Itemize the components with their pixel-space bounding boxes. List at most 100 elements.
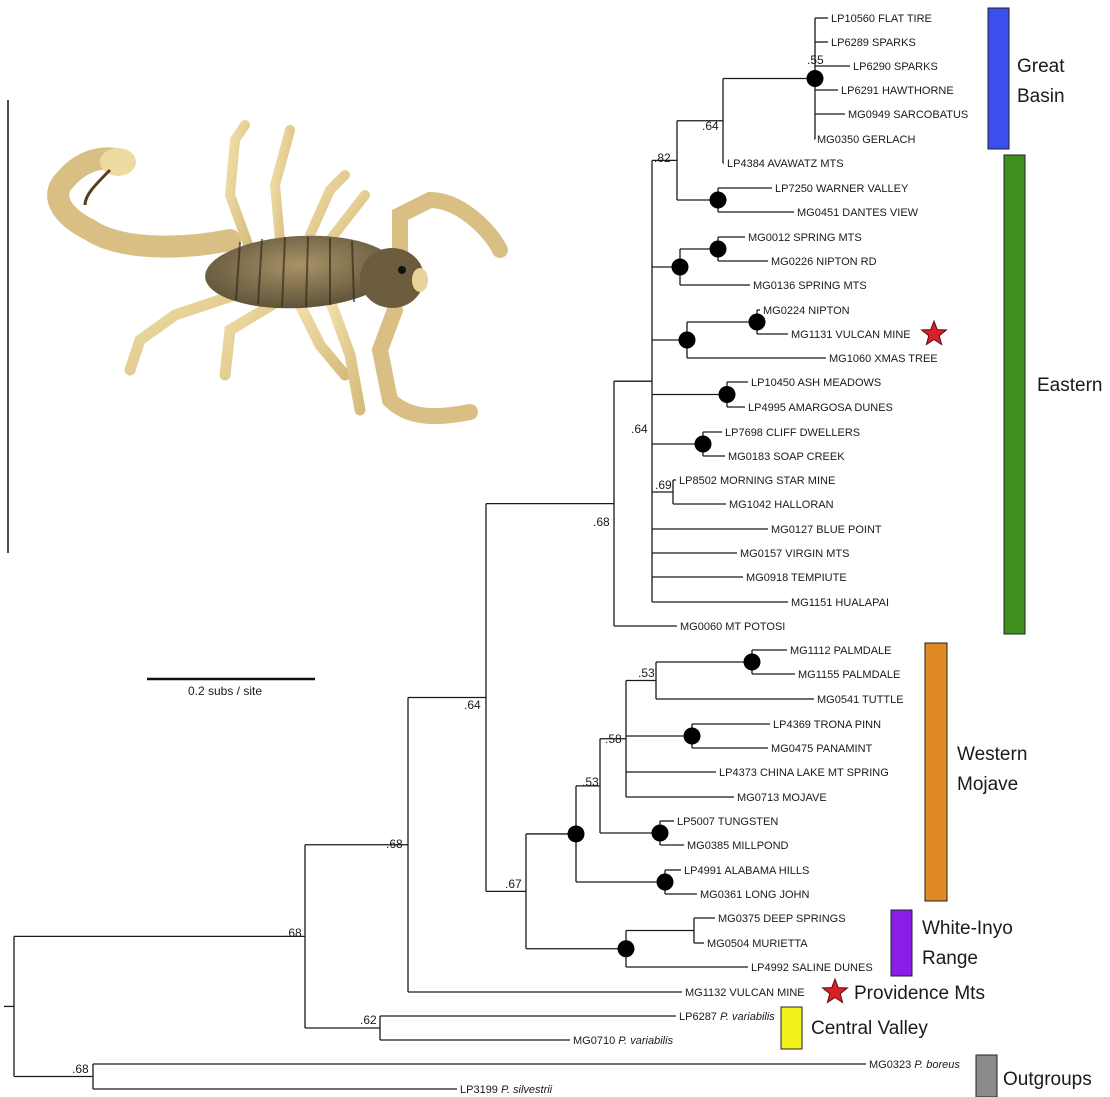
leaf-label-lp4991: LP4991 ALABAMA HILLS <box>684 865 809 877</box>
support-value-s69: .69 <box>655 478 672 492</box>
clade-bar-eastern <box>1004 155 1025 634</box>
clade-bar-white-inyo <box>891 910 912 976</box>
node-dot-wi <box>618 940 635 957</box>
leaf-label-mg0226: MG0226 NIPTON RD <box>771 256 877 268</box>
leaf-label-mg0136: MG0136 SPRING MTS <box>753 280 867 292</box>
leaf-label-lp6287: LP6287 P. variabilis <box>679 1011 775 1023</box>
support-value-s55: .55 <box>807 53 824 67</box>
leaf-label-mg0323: MG0323 P. boreus <box>869 1059 960 1071</box>
support-value-s53b: .53 <box>582 775 599 789</box>
leaf-label-lp6289: LP6289 SPARKS <box>831 37 916 49</box>
node-dot-spn <box>672 259 689 276</box>
tree-branches <box>4 18 866 1089</box>
node-dot-wm <box>568 825 585 842</box>
clade-label-white-inyo: White-Inyo <box>922 918 1013 939</box>
support-values: .55 .64 .82 .64 .69 .68 .53 .58 .53 .67 .64 .68 .68.… <box>72 53 824 1076</box>
leaf-label-mg0375: MG0375 DEEP SPRINGS <box>718 913 846 925</box>
leaf-label-mg1155: MG1155 PALMDALE <box>798 669 900 681</box>
clade-label-white-inyo: Range <box>922 948 978 969</box>
leaf-label-mg0451: MG0451 DANTES VIEW <box>797 207 919 219</box>
leaf-label-mg1042: MG1042 HALLORAN <box>729 499 834 511</box>
leaf-label-lp6290: LP6290 SPARKS <box>853 61 938 73</box>
support-value-s53a: .53 <box>638 666 655 680</box>
support-value-s82: .82 <box>654 151 671 165</box>
node-dot-npn <box>679 332 696 349</box>
clade-label-eastern: Eastern <box>1037 375 1102 396</box>
leaf-label-mg0361: MG0361 LONG JOHN <box>700 889 809 901</box>
node-dot-ala <box>657 874 674 891</box>
leaf-label-lp4384: LP4384 AVAWATZ MTS <box>727 158 844 170</box>
star-mg1132-icon <box>823 979 848 1003</box>
leaf-label-mg0385: MG0385 MILLPOND <box>687 840 789 852</box>
clade-label-great-basin: Great <box>1017 56 1065 77</box>
clade-bar-central-valley <box>781 1007 802 1049</box>
leaf-label-lp8502: LP8502 MORNING STAR MINE <box>679 475 835 487</box>
clade-label-central-valley: Central Valley <box>811 1018 928 1039</box>
leaf-label-lp7250: LP7250 WARNER VALLEY <box>775 183 909 195</box>
leaf-label-mg0710: MG0710 P. variabilis <box>573 1035 674 1047</box>
clade-bar-outgroups <box>976 1055 997 1097</box>
leaf-label-lp10450: LP10450 ASH MEADOWS <box>751 377 881 389</box>
leaf-label-mg0504: MG0504 MURIETTA <box>707 938 808 950</box>
clade-bar-western-mojave <box>925 643 947 901</box>
leaf-species-lp6287: P. variabilis <box>720 1011 775 1023</box>
clade-label-providence: Providence Mts <box>854 983 985 1004</box>
support-value-s58: .58 <box>605 732 622 746</box>
scale-bar-label: 0.2 subs / site <box>188 684 262 698</box>
leaf-label-mg1132: MG1132 VULCAN MINE <box>685 987 805 999</box>
support-value-s64a: .64 <box>702 119 719 133</box>
clade-label-western-mojave: Western <box>957 744 1027 765</box>
node-dot-sp <box>710 241 727 258</box>
leaf-label-lp4373: LP4373 CHINA LAKE MT SPRING <box>719 767 889 779</box>
leaf-label-mg0183: MG0183 SOAP CREEK <box>728 451 845 463</box>
leaf-label-mg1151: MG1151 HUALAPAI <box>791 597 889 609</box>
node-dot-gb1 <box>807 70 824 87</box>
leaf-species-mg0323: P. boreus <box>914 1059 960 1071</box>
support-value-s68d: .68 <box>72 1062 89 1076</box>
node-dot-clf <box>695 436 712 453</box>
leaf-label-mg0949: MG0949 SARCOBATUS <box>848 109 968 121</box>
leaf-label-mg1060: MG1060 XMAS TREE <box>829 353 938 365</box>
leaf-label-mg1112: MG1112 PALMDALE <box>790 645 892 657</box>
leaf-species-lp3199: P. silvestrii <box>501 1084 553 1096</box>
star-mg1131-icon <box>922 321 947 345</box>
leaf-label-mg0012: MG0012 SPRING MTS <box>748 232 862 244</box>
leaf-label-lp6291: LP6291 HAWTHORNE <box>841 85 954 97</box>
node-dot-tun <box>652 825 669 842</box>
leaf-species-mg0710: P. variabilis <box>618 1035 673 1047</box>
node-dot-ash <box>719 386 736 403</box>
support-value-s62: .62 <box>360 1013 377 1027</box>
node-dot-tro <box>684 728 701 745</box>
support-value-s64c: .64 <box>464 698 481 712</box>
support-value-s64b: .64 <box>631 422 648 436</box>
scale-bar: 0.2 subs / site <box>147 679 315 698</box>
support-value-s67: .67 <box>505 877 522 891</box>
clade-label-western-mojave: Mojave <box>957 774 1018 795</box>
leaf-label-lp4369: LP4369 TRONA PINN <box>773 719 881 731</box>
leaf-label-mg0350: MG0350 GERLACH <box>817 134 915 146</box>
leaf-label-mg1131: MG1131 VULCAN MINE <box>791 329 911 341</box>
support-value-s68b: .68 <box>386 837 403 851</box>
leaf-label-mg0060: MG0060 MT POTOSI <box>680 621 785 633</box>
leaf-label-mg0918: MG0918 TEMPIUTE <box>746 572 847 584</box>
node-dot-wv <box>710 192 727 209</box>
clade-label-outgroups: Outgroups <box>1003 1069 1092 1090</box>
leaf-label-lp7698: LP7698 CLIFF DWELLERS <box>725 427 860 439</box>
leaf-label-lp3199: LP3199 P. silvestrii <box>460 1084 553 1096</box>
leaf-label-mg0475: MG0475 PANAMINT <box>771 743 873 755</box>
support-value-s68a: .68 <box>593 515 610 529</box>
leaf-label-lp4995: LP4995 AMARGOSA DUNES <box>748 402 893 414</box>
leaf-label-mg0157: MG0157 VIRGIN MTS <box>740 548 849 560</box>
leaf-label-mg0713: MG0713 MOJAVE <box>737 792 827 804</box>
leaf-label-lp4992: LP4992 SALINE DUNES <box>751 962 873 974</box>
clade-bar-great-basin <box>988 8 1009 149</box>
leaf-label-mg0224: MG0224 NIPTON <box>763 305 850 317</box>
support-value-s68c: .68 <box>285 926 302 940</box>
clade-label-great-basin: Basin <box>1017 86 1065 107</box>
leaf-label-mg0541: MG0541 TUTTLE <box>817 694 904 706</box>
leaf-label-lp10560: LP10560 FLAT TIRE <box>831 13 932 25</box>
node-dot-pal <box>744 654 761 671</box>
leaf-label-lp5007: LP5007 TUNGSTEN <box>677 816 778 828</box>
